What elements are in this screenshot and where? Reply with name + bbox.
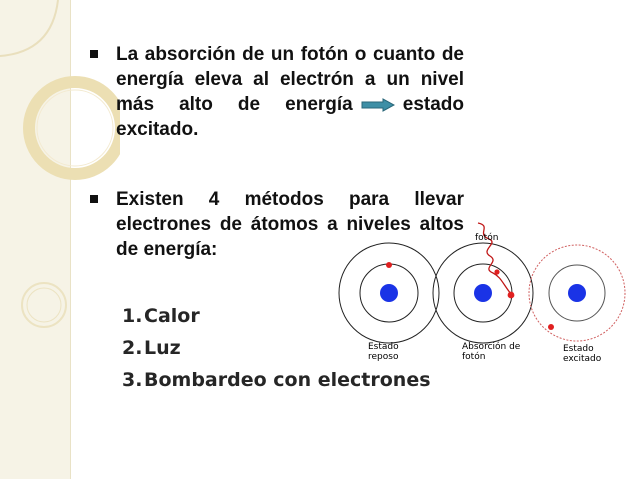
bullet-1-text: La absorción de un fotón o cuanto de ene…	[116, 42, 464, 142]
bullet-2: Existen 4 métodos para llevar electrones…	[90, 187, 464, 262]
method-item: 1.Calor	[122, 305, 200, 327]
right-arrow-icon	[361, 98, 395, 112]
electron	[494, 269, 500, 275]
nucleus	[568, 284, 586, 302]
state-label: Estado	[368, 342, 399, 352]
nucleus	[380, 284, 398, 302]
electron	[386, 262, 392, 268]
atom-states-figure: fotón Estado reposo Absorción de fotón E…	[338, 222, 626, 364]
electron	[548, 324, 554, 330]
square-bullet-icon	[90, 195, 98, 203]
atom-excited-state	[528, 244, 626, 342]
bullet-2-text: Existen 4 métodos para llevar electrones…	[116, 189, 464, 260]
bullet-1-result-text: estado excitado.	[116, 94, 464, 140]
state-label: Estado	[563, 344, 594, 354]
methods-list: 1.Calor 2.Luz 3.Bombardeo con electrones	[122, 300, 431, 396]
state-label: Absorción de	[462, 341, 521, 352]
bullet-1-main-text: La absorción de un fotón o cuanto de ene…	[116, 44, 464, 115]
method-item: 3.Bombardeo con electrones	[122, 369, 431, 391]
decorative-rings	[0, 0, 120, 328]
photon-label: fotón	[475, 232, 498, 243]
square-bullet-icon	[90, 50, 98, 58]
atom-absorption-state	[432, 222, 534, 344]
state-label: excitado	[563, 354, 602, 364]
state-label: fotón	[462, 351, 485, 362]
bullet-1: La absorción de un fotón o cuanto de ene…	[90, 42, 464, 142]
method-item: 2.Luz	[122, 337, 181, 359]
photon-wave-path	[477, 222, 512, 295]
nucleus	[474, 284, 492, 302]
atom-rest-state	[338, 242, 440, 344]
electron	[507, 291, 515, 299]
sidebar-divider	[70, 0, 71, 479]
state-label: reposo	[368, 352, 399, 362]
